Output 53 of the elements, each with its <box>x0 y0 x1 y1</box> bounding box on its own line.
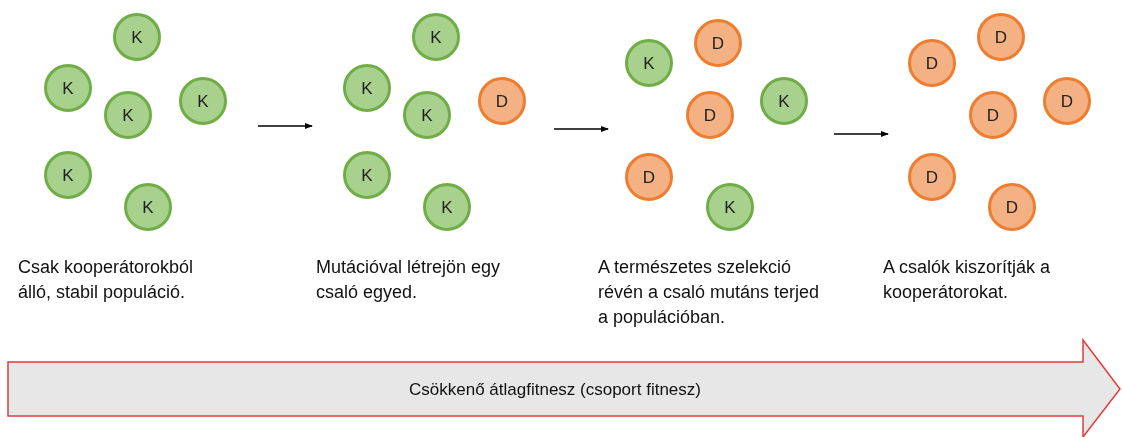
individual-letter: K <box>197 92 209 110</box>
individual-circle <box>343 151 391 199</box>
individual-circle <box>908 39 956 87</box>
individual-letter: K <box>361 166 373 184</box>
individual-letter: K <box>441 198 453 216</box>
stage-caption: Csak kooperátorokból álló, stabil populáció. <box>18 256 195 304</box>
individual-circle <box>478 77 526 125</box>
individual-circle <box>44 151 92 199</box>
individual-circle <box>686 91 734 139</box>
individual-circle <box>403 91 451 139</box>
individual-letter: D <box>642 168 656 186</box>
individual-circle <box>343 64 391 112</box>
individual-circle <box>694 19 742 67</box>
individual-letter: K <box>62 166 74 184</box>
individual-letter: D <box>711 34 725 52</box>
individual-letter: K <box>131 28 143 46</box>
individual-circle <box>113 13 161 61</box>
individual-circle <box>706 183 754 231</box>
individual-letter: D <box>994 28 1008 46</box>
individual-letter: K <box>142 198 154 216</box>
individual-letter: D <box>925 54 939 72</box>
individual-letter: D <box>703 106 717 124</box>
individual-circle <box>625 153 673 201</box>
stage-caption: A természetes szelekció révén a csaló mutáns terjed a populációban. <box>598 256 821 329</box>
individual-circle <box>1043 77 1091 125</box>
stage-caption: A csalók kiszorítják a kooperátorokat. <box>883 256 1052 304</box>
trend-label: Csökkenő átlagfitnesz (csoport fitnesz) <box>409 380 701 399</box>
individual-letter: K <box>361 79 373 97</box>
individual-circle <box>760 77 808 125</box>
individual-letter: D <box>1005 198 1019 216</box>
individual-circle <box>908 153 956 201</box>
individual-letter: D <box>495 92 509 110</box>
individual-letter: K <box>778 92 790 110</box>
individual-letter: K <box>421 106 433 124</box>
individual-letter: D <box>1060 92 1074 110</box>
individual-circle <box>104 91 152 139</box>
individual-letter: D <box>925 168 939 186</box>
individual-circle <box>988 183 1036 231</box>
individual-circle <box>179 77 227 125</box>
individual-letter: K <box>430 28 442 46</box>
individual-letter: K <box>62 79 74 97</box>
individual-letter: K <box>643 54 655 72</box>
individual-circle <box>44 64 92 112</box>
individual-letter: K <box>122 106 134 124</box>
individual-letter: K <box>724 198 736 216</box>
individual-circle <box>412 13 460 61</box>
individual-circle <box>423 183 471 231</box>
individual-circle <box>625 39 673 87</box>
stage-caption: Mutációval létrejön egy csaló egyed. <box>316 256 502 304</box>
individual-letter: D <box>986 106 1000 124</box>
individual-circle <box>969 91 1017 139</box>
individual-circle <box>124 183 172 231</box>
individual-circle <box>977 13 1025 61</box>
